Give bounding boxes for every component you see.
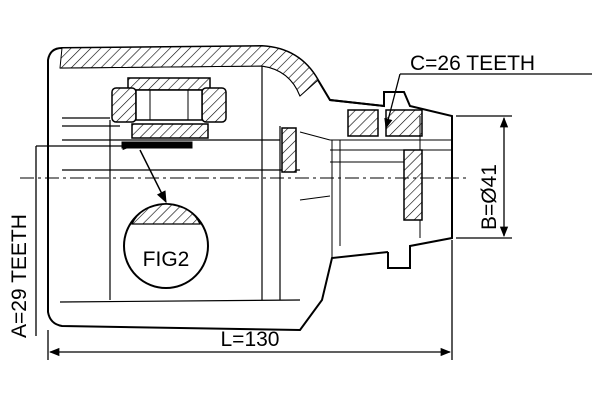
housing-top-section-hatch [59, 45, 319, 97]
fig2-label: FIG2 [143, 248, 190, 271]
spline-shaft [281, 91, 453, 269]
a-teeth-leader [35, 141, 134, 336]
fig2-callout [123, 149, 209, 289]
a-teeth-label: A=29 TEETH [8, 214, 31, 338]
c-teeth-leader [384, 73, 592, 130]
b-diameter-dimension [456, 115, 512, 239]
length-dimension [47, 240, 453, 360]
length-label: L=130 [221, 328, 280, 351]
c-teeth-label: C=26 TEETH [410, 52, 535, 75]
tripod-spider [111, 77, 227, 149]
b-diameter-label: B=Ø41 [478, 164, 501, 230]
